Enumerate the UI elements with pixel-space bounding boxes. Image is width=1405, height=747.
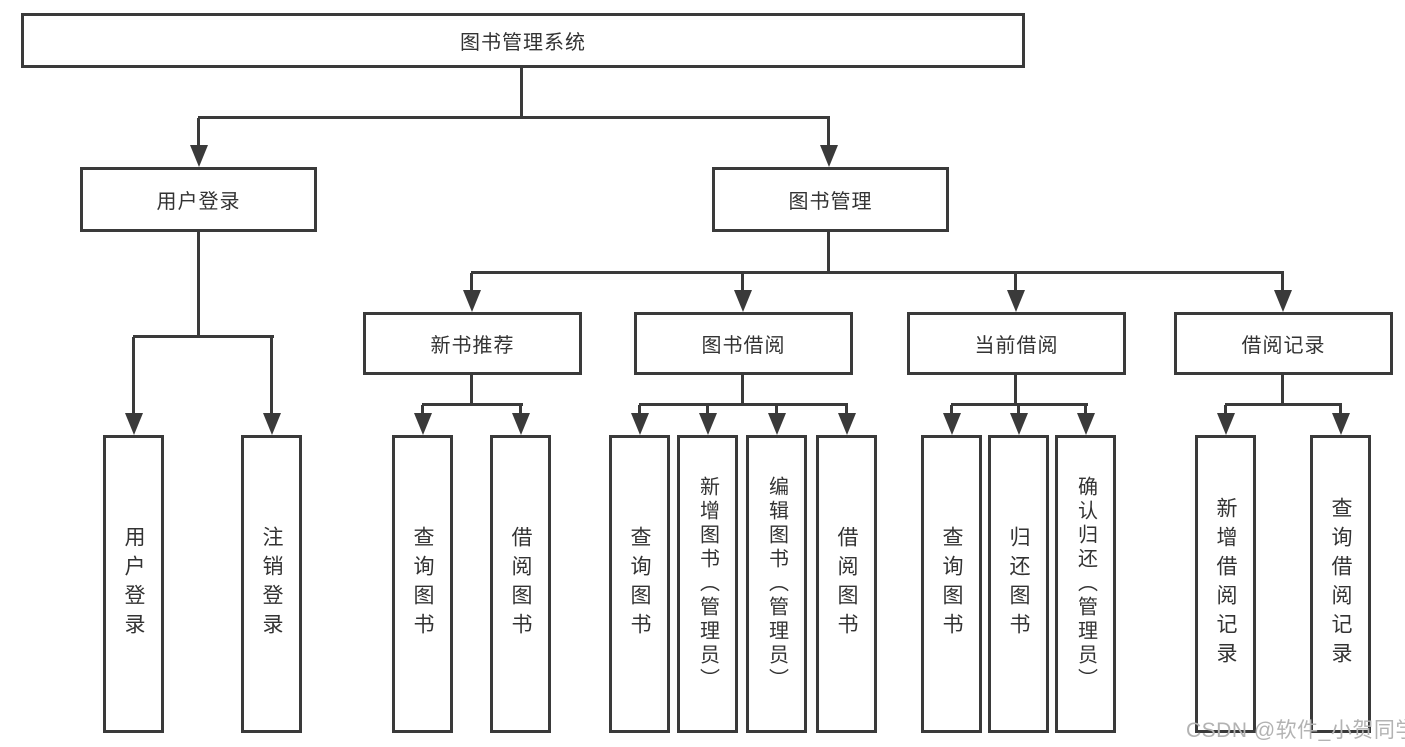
node-new-book-recommendation: 新书推荐 — [363, 312, 582, 375]
node-label: 用户登录 — [156, 191, 241, 213]
node-label: 查询借阅记录 — [1329, 497, 1352, 671]
node-current-borrowing: 当前借阅 — [907, 312, 1126, 375]
arrowhead-down-icon — [838, 413, 856, 435]
node-label: 图书管理系统 — [460, 32, 586, 54]
arrowhead-down-icon — [1007, 290, 1025, 312]
connector-line — [197, 232, 200, 337]
node-label: 图书借阅 — [701, 335, 786, 357]
node-label: 确认归还（管理员） — [1074, 476, 1097, 692]
connector-line — [827, 118, 830, 146]
node-label: 图书管理 — [788, 191, 873, 213]
connector-line — [1014, 375, 1017, 405]
node-label: 借阅图书 — [835, 526, 858, 642]
connector-line — [741, 273, 744, 291]
arrowhead-down-icon — [1274, 290, 1292, 312]
connector-line — [950, 405, 953, 413]
connector-line — [951, 403, 1088, 406]
connector-line — [706, 405, 709, 413]
connector-level3-bus — [471, 271, 1284, 274]
connector-line — [1339, 405, 1342, 413]
arrowhead-down-icon — [768, 413, 786, 435]
connector-line — [422, 403, 523, 406]
connector-level2-bus — [198, 116, 830, 119]
node-user-login-branch: 用户登录 — [80, 167, 317, 232]
node-query-borrow-record: 查询借阅记录 — [1310, 435, 1371, 733]
node-book-management: 图书管理 — [712, 167, 949, 232]
connector-line — [827, 232, 830, 273]
connector-line — [270, 337, 273, 413]
connector-line — [197, 118, 200, 146]
node-label: 借阅记录 — [1241, 335, 1326, 357]
node-query-books-2: 查询图书 — [609, 435, 670, 733]
connector-line — [470, 375, 473, 405]
node-library-management-system: 图书管理系统 — [21, 13, 1025, 68]
node-query-books-1: 查询图书 — [392, 435, 453, 733]
arrowhead-down-icon — [943, 413, 961, 435]
arrowhead-down-icon — [414, 413, 432, 435]
connector-line — [639, 403, 848, 406]
node-label: 查询图书 — [628, 526, 651, 642]
node-label: 查询图书 — [940, 526, 963, 642]
watermark-text: CSDN @软件_小贺同学 — [1186, 719, 1405, 742]
connector-line — [1084, 405, 1087, 413]
connector-line — [1281, 273, 1284, 291]
node-user-login: 用户登录 — [103, 435, 164, 733]
node-label: 归还图书 — [1007, 526, 1030, 642]
connector-line — [132, 337, 135, 413]
arrowhead-down-icon — [1010, 413, 1028, 435]
connector-root-trunk — [520, 68, 523, 118]
arrowhead-down-icon — [125, 413, 143, 435]
connector-line — [1281, 375, 1284, 405]
node-label: 用户登录 — [122, 526, 145, 642]
node-label: 新书推荐 — [430, 335, 515, 357]
arrowhead-down-icon — [512, 413, 530, 435]
arrowhead-down-icon — [820, 145, 838, 167]
node-borrow-books-1: 借阅图书 — [490, 435, 551, 733]
connector-line — [470, 273, 473, 291]
node-add-book-admin: 新增图书（管理员） — [677, 435, 738, 733]
node-confirm-return-admin: 确认归还（管理员） — [1055, 435, 1116, 733]
connector-line — [1225, 403, 1342, 406]
node-label: 新增图书（管理员） — [696, 476, 719, 692]
arrowhead-down-icon — [699, 413, 717, 435]
connector-line — [638, 405, 641, 413]
node-query-books-3: 查询图书 — [921, 435, 982, 733]
connector-line — [1017, 405, 1020, 413]
node-label: 注销登录 — [260, 526, 283, 642]
node-logout: 注销登录 — [241, 435, 302, 733]
arrowhead-down-icon — [734, 290, 752, 312]
node-label: 当前借阅 — [974, 335, 1059, 357]
arrowhead-down-icon — [1217, 413, 1235, 435]
node-label: 编辑图书（管理员） — [765, 476, 788, 692]
node-label: 查询图书 — [411, 526, 434, 642]
arrowhead-down-icon — [1332, 413, 1350, 435]
arrowhead-down-icon — [463, 290, 481, 312]
connector-line — [775, 405, 778, 413]
node-borrowing-records: 借阅记录 — [1174, 312, 1393, 375]
node-label: 新增借阅记录 — [1214, 497, 1237, 671]
connector-line — [421, 405, 424, 413]
connector-line — [741, 375, 744, 405]
arrowhead-down-icon — [631, 413, 649, 435]
node-return-book: 归还图书 — [988, 435, 1049, 733]
node-add-borrow-record: 新增借阅记录 — [1195, 435, 1256, 733]
connector-line — [519, 405, 522, 413]
connector-line — [1224, 405, 1227, 413]
node-edit-book-admin: 编辑图书（管理员） — [746, 435, 807, 733]
connector-line — [1014, 273, 1017, 291]
arrowhead-down-icon — [263, 413, 281, 435]
arrowhead-down-icon — [190, 145, 208, 167]
connector-line — [845, 405, 848, 413]
node-book-borrowing: 图书借阅 — [634, 312, 853, 375]
node-label: 借阅图书 — [509, 526, 532, 642]
connector-user-login-bus — [133, 335, 274, 338]
arrowhead-down-icon — [1077, 413, 1095, 435]
node-borrow-books-2: 借阅图书 — [816, 435, 877, 733]
